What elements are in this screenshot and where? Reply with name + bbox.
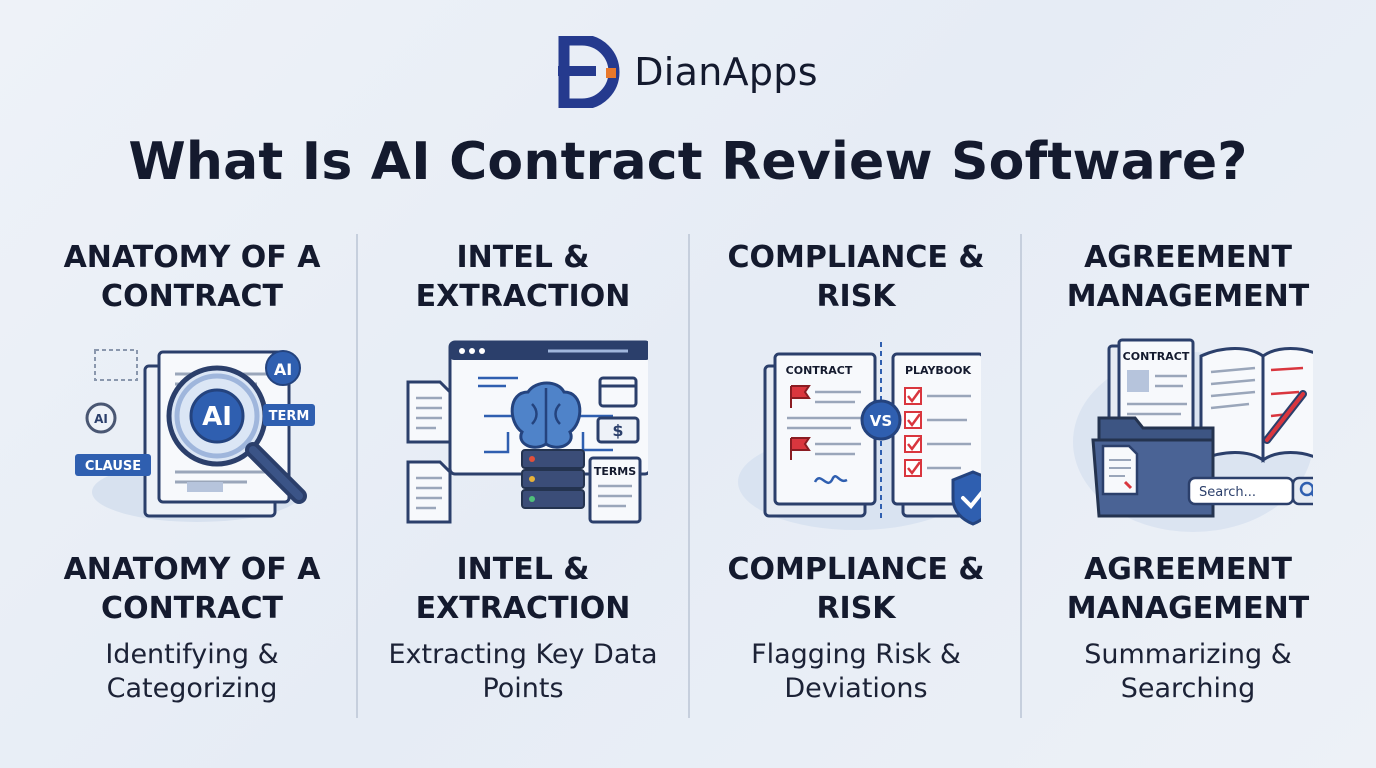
column-description: Flagging Risk & Deviations	[751, 639, 961, 704]
svg-text:Search...: Search...	[1199, 485, 1256, 500]
svg-text:VS: VS	[870, 412, 892, 430]
brand-name: DianApps	[634, 50, 818, 94]
folder-search-icon: CONTRACT Search...	[1063, 332, 1313, 532]
column-compliance: COMPLIANCE & RISK CONTRACT PLAYBOOK	[706, 238, 1006, 706]
column-heading: ANATOMY OF A CONTRACT	[63, 240, 321, 314]
column-anatomy: ANATOMY OF A CONTRACT AI AI AI TERM	[42, 238, 342, 706]
svg-text:AI: AI	[274, 360, 292, 379]
column-heading: AGREEMENT MANAGEMENT	[1066, 240, 1310, 314]
magnifier-contract-icon: AI AI AI TERM CLAUSE	[67, 332, 317, 532]
column-management: AGREEMENT MANAGEMENT CONTRACT Search...	[1038, 238, 1338, 706]
column-divider	[356, 234, 358, 718]
svg-text:$: $	[612, 421, 623, 440]
svg-text:TERMS: TERMS	[594, 465, 636, 478]
svg-text:CLAUSE: CLAUSE	[85, 459, 141, 474]
svg-text:CONTRACT: CONTRACT	[1123, 350, 1190, 363]
column-heading: INTEL & EXTRACTION	[415, 240, 631, 314]
column-divider	[688, 234, 690, 718]
page-title: What Is AI Contract Review Software?	[128, 132, 1248, 192]
column-heading-bottom: INTEL & EXTRACTION	[415, 552, 631, 626]
svg-text:PLAYBOOK: PLAYBOOK	[905, 364, 972, 377]
column-heading-bottom: AGREEMENT MANAGEMENT	[1066, 552, 1310, 626]
dianapps-logo-icon	[558, 36, 620, 108]
column-description: Summarizing & Searching	[1084, 639, 1292, 704]
svg-text:TERM: TERM	[269, 409, 310, 424]
brand-header: DianApps	[0, 36, 1376, 108]
brain-server-icon: $ TERMS	[398, 332, 648, 532]
svg-text:AI: AI	[202, 402, 232, 432]
svg-text:AI: AI	[94, 412, 108, 426]
contract-vs-playbook-icon: CONTRACT PLAYBOOK	[731, 332, 981, 532]
column-heading: COMPLIANCE & RISK	[727, 240, 985, 314]
svg-text:CONTRACT: CONTRACT	[786, 364, 853, 377]
column-description: Extracting Key Data Points	[388, 639, 658, 704]
column-description: Identifying & Categorizing	[105, 639, 279, 704]
column-heading-bottom: ANATOMY OF A CONTRACT	[63, 552, 321, 626]
column-divider	[1020, 234, 1022, 718]
column-extraction: INTEL & EXTRACTION $	[373, 238, 673, 706]
column-heading-bottom: COMPLIANCE & RISK	[727, 552, 985, 626]
